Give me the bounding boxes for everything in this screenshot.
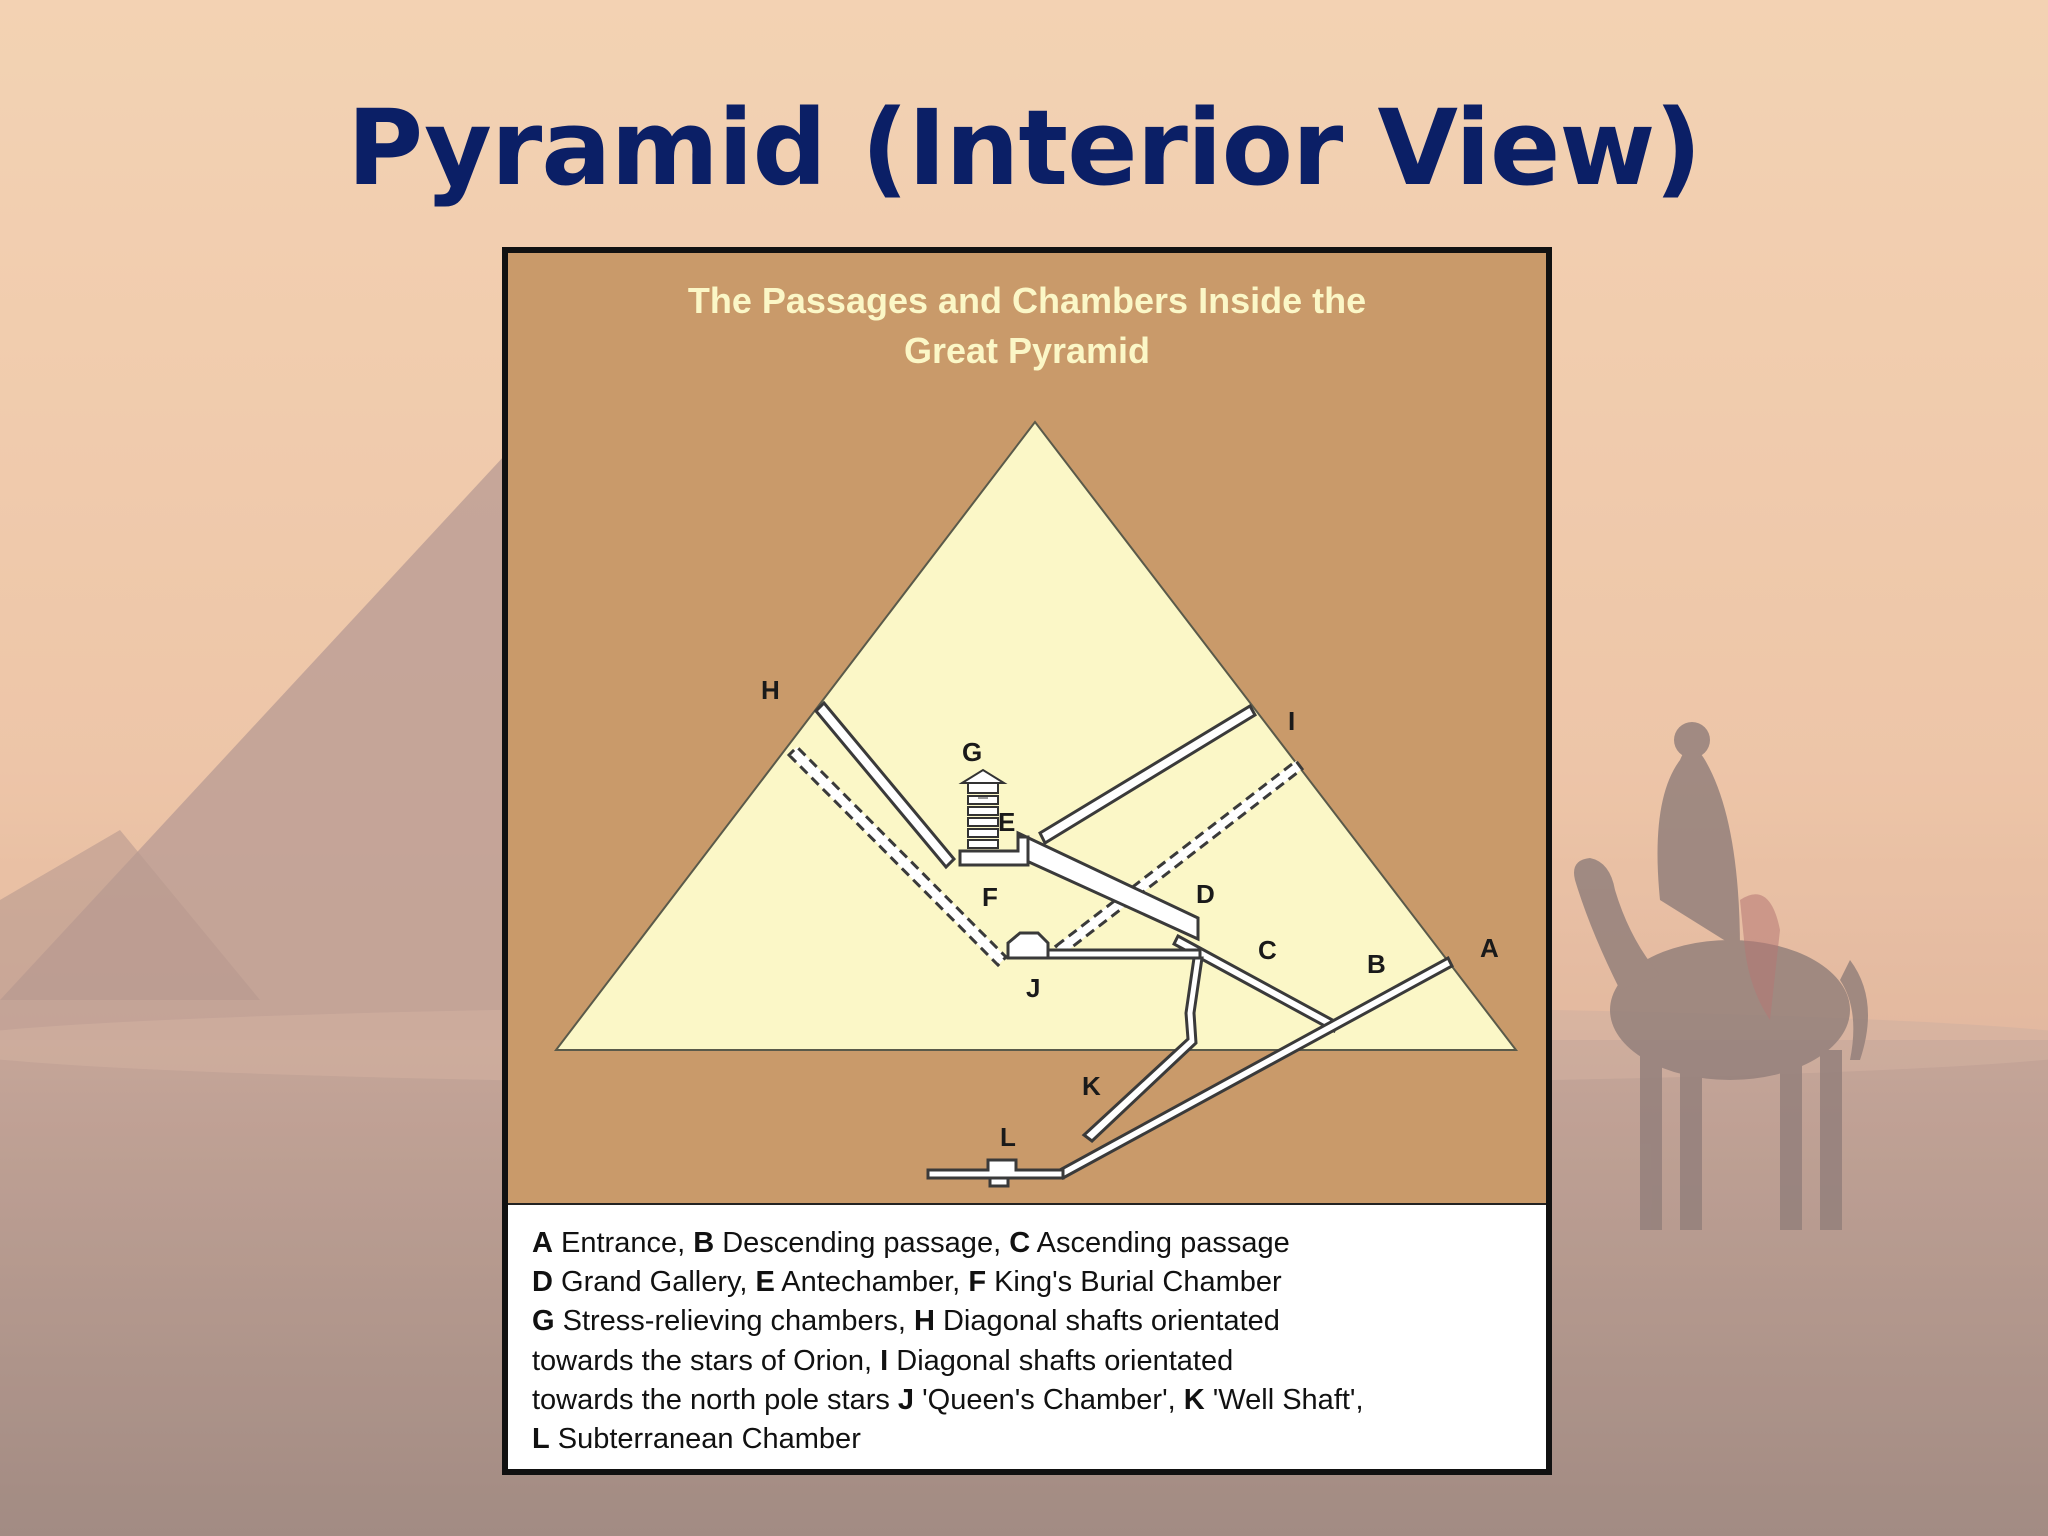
legend-text: 'Well Shaft',	[1204, 1383, 1364, 1416]
label-c: C	[1258, 935, 1277, 965]
label-h: H	[761, 675, 780, 705]
pyramid-cross-section-diagram: The Passages and Chambers Inside the Gre…	[508, 253, 1546, 1203]
pyramid-outline	[553, 420, 1519, 1051]
legend-key: J	[897, 1383, 915, 1416]
subterranean-chamber	[926, 1158, 1065, 1180]
legend-line: G Stress-relieving chambers, H Diagonal …	[532, 1302, 1546, 1341]
label-d: D	[1196, 879, 1215, 909]
legend-key: L	[532, 1423, 550, 1456]
legend-text: Stress-relieving chambers,	[554, 1305, 914, 1338]
legend-key: I	[880, 1344, 889, 1377]
legend-text: Entrance,	[552, 1227, 694, 1259]
legend-key: H	[913, 1305, 935, 1338]
legend-line: A Entrance, B Descending passage, C Asce…	[532, 1224, 1546, 1263]
queens-passage	[1046, 948, 1202, 960]
legend-text: towards the stars of Orion,	[532, 1344, 881, 1377]
legend-key: C	[1009, 1227, 1031, 1259]
queens-chamber	[1006, 931, 1050, 960]
slide-title: Pyramid (Interior View)	[347, 87, 1702, 209]
legend-text: Diagonal shafts orientated	[934, 1305, 1280, 1338]
shaft-i	[1038, 703, 1258, 846]
legend-line: L Subterranean Chamber	[532, 1420, 1546, 1459]
small-pyramids	[0, 830, 260, 1000]
kings-chamber	[958, 835, 1030, 867]
legend-text: Grand Gallery,	[552, 1266, 756, 1299]
shaft-h-lower	[786, 744, 1009, 968]
legend-text: Ascending passage	[1030, 1227, 1290, 1259]
diagram-title-line-1: The Passages and Chambers Inside the	[688, 280, 1366, 321]
legend-key: A	[532, 1227, 553, 1259]
legend-text: Diagonal shafts orientated	[888, 1344, 1234, 1377]
legend-text: towards the north pole stars	[532, 1383, 898, 1416]
legend-key: K	[1183, 1383, 1205, 1416]
legend-key: F	[968, 1266, 987, 1299]
label-i: I	[1288, 706, 1295, 736]
subterranean-pit	[988, 1176, 1010, 1188]
legend-text: Subterranean Chamber	[549, 1423, 861, 1456]
label-e: E	[998, 807, 1015, 837]
legend-text: Antechamber,	[774, 1266, 969, 1299]
legend-key: D	[532, 1266, 553, 1299]
label-a: A	[1480, 933, 1499, 963]
shaft-h	[813, 700, 957, 870]
legend-key: G	[532, 1305, 555, 1338]
passages	[786, 700, 1454, 1188]
label-b: B	[1367, 949, 1386, 979]
legend-key: E	[755, 1266, 775, 1299]
diagram-title-line-2: Great Pyramid	[904, 330, 1150, 371]
label-g: G	[962, 737, 982, 767]
legend-line: D Grand Gallery, E Antechamber, F King's…	[532, 1263, 1546, 1302]
label-f: F	[982, 882, 998, 912]
label-k: K	[1082, 1071, 1101, 1101]
legend-text: Descending passage,	[714, 1227, 1010, 1259]
legend-text: 'Queen's Chamber',	[914, 1383, 1184, 1416]
legend-line: towards the north pole stars J 'Queen's …	[532, 1381, 1546, 1420]
shaft-i-lower	[1053, 758, 1305, 957]
diagram-frame: The Passages and Chambers Inside the Gre…	[502, 247, 1552, 1475]
legend-key: B	[693, 1227, 715, 1259]
legend-text: King's Burial Chamber	[986, 1266, 1282, 1299]
saddle-blanket	[1740, 894, 1780, 1020]
legend-line: towards the stars of Orion, I Diagonal s…	[532, 1342, 1546, 1381]
well-shaft	[1081, 956, 1204, 1143]
label-j: J	[1026, 973, 1040, 1003]
camel-rider-silhouette	[1574, 722, 1868, 1230]
label-l: L	[1000, 1122, 1016, 1152]
diagram-legend: A Entrance, B Descending passage, C Asce…	[508, 1203, 1546, 1469]
stress-relieving-chambers	[958, 768, 1008, 849]
